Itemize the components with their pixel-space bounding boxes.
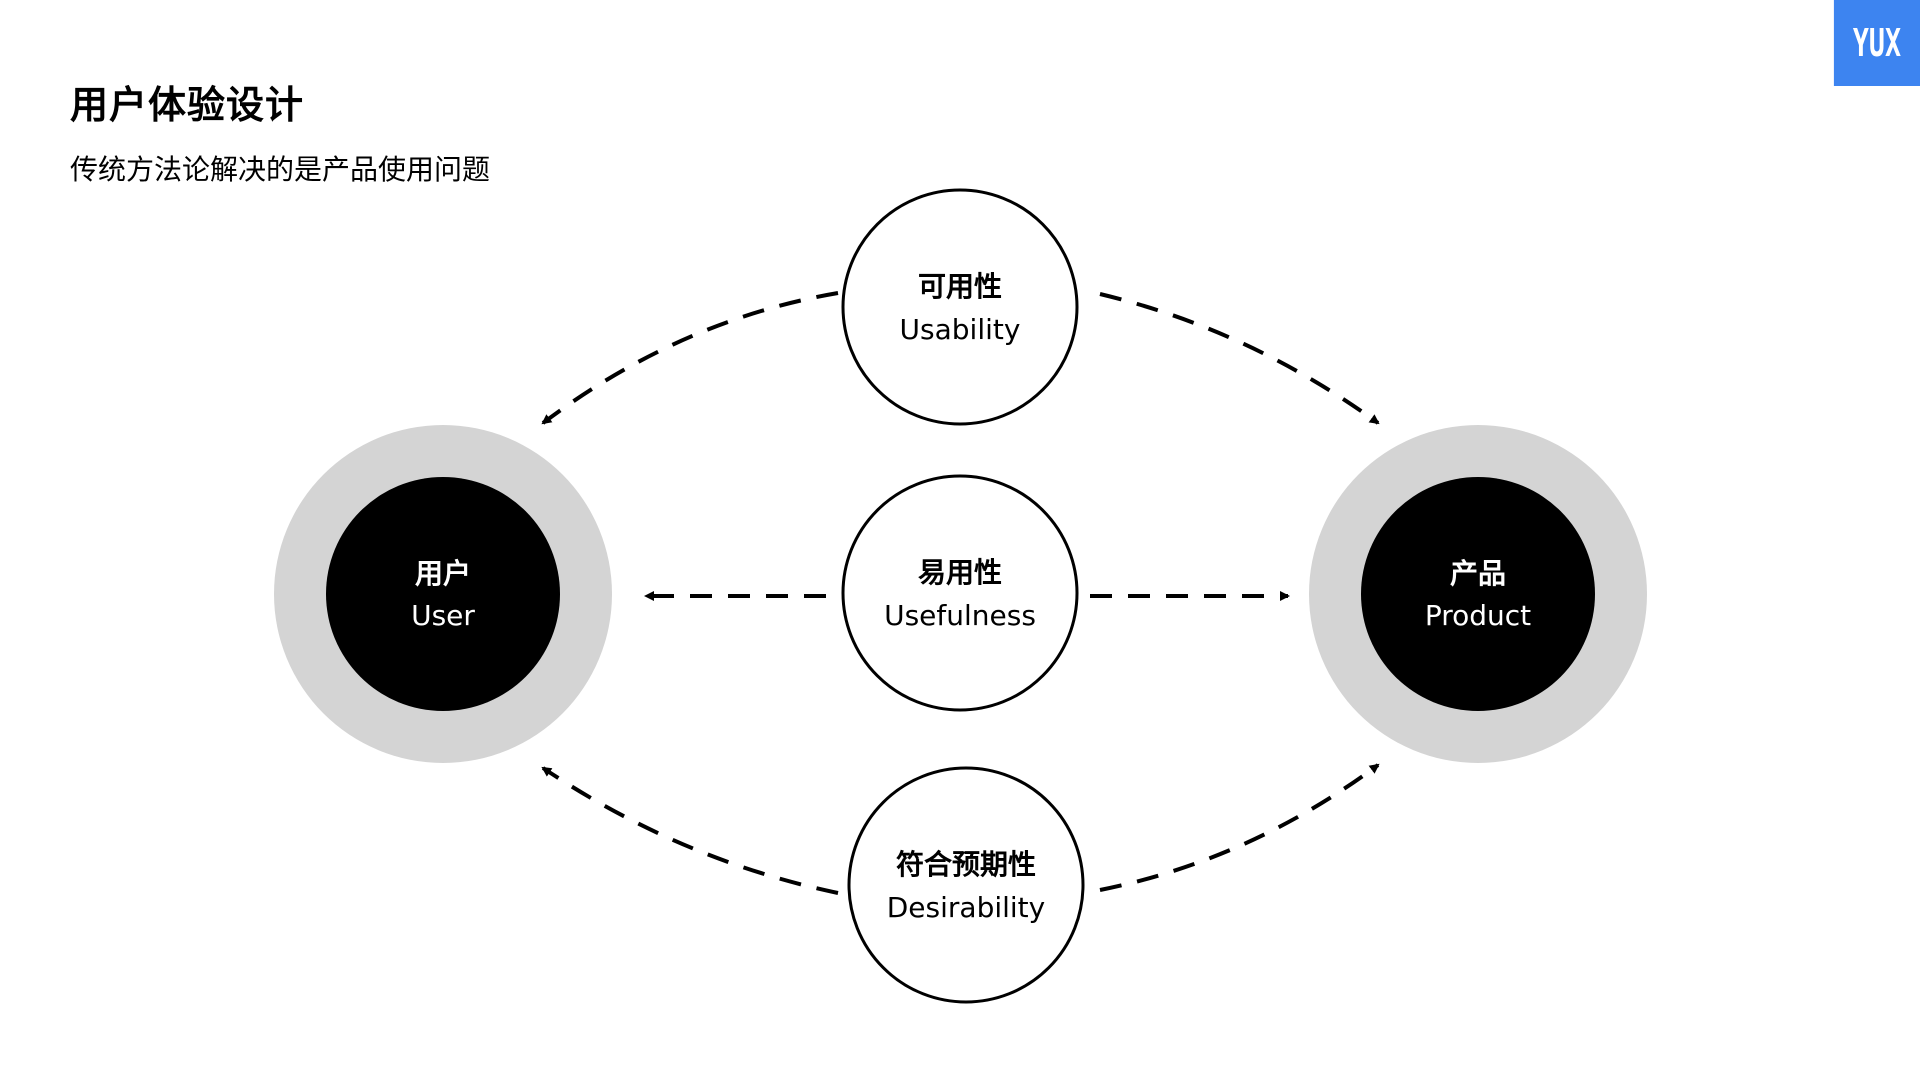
desirability-node-circle xyxy=(847,766,1085,1004)
arrow-usability-to-product xyxy=(1099,292,1380,425)
usability-node-circle xyxy=(841,188,1079,426)
desirability-node: 符合预期性 Desirability xyxy=(847,766,1085,1004)
product-label-cn: 产品 xyxy=(1450,557,1506,590)
logo-text: YUX xyxy=(1852,21,1901,65)
user-node: 用户 User xyxy=(274,425,612,763)
desirability-label-cn: 符合预期性 xyxy=(896,848,1036,881)
usefulness-label-en: Usefulness xyxy=(884,599,1036,632)
arrow-desirability-to-user xyxy=(541,766,839,895)
user-label-cn: 用户 xyxy=(415,557,471,590)
usability-node: 可用性 Usability xyxy=(841,188,1079,426)
usability-label-cn: 可用性 xyxy=(918,270,1002,303)
usability-label-en: Usability xyxy=(900,313,1021,346)
user-label-en: User xyxy=(411,599,475,632)
user-node-core xyxy=(326,477,560,711)
product-label-en: Product xyxy=(1425,599,1531,632)
usefulness-label-cn: 易用性 xyxy=(918,556,1002,589)
arrow-usability-to-user xyxy=(541,291,839,425)
page-title: 用户体验设计 xyxy=(70,82,305,127)
page-subtitle: 传统方法论解决的是产品使用问题 xyxy=(70,153,491,186)
yux-logo: YUX xyxy=(1833,0,1920,86)
usefulness-node-circle xyxy=(841,474,1079,712)
arrow-desirability-to-product xyxy=(1099,763,1380,892)
product-node-core xyxy=(1361,477,1595,711)
usefulness-node: 易用性 Usefulness xyxy=(841,474,1079,712)
desirability-label-en: Desirability xyxy=(887,891,1045,924)
product-node: 产品 Product xyxy=(1309,425,1647,763)
